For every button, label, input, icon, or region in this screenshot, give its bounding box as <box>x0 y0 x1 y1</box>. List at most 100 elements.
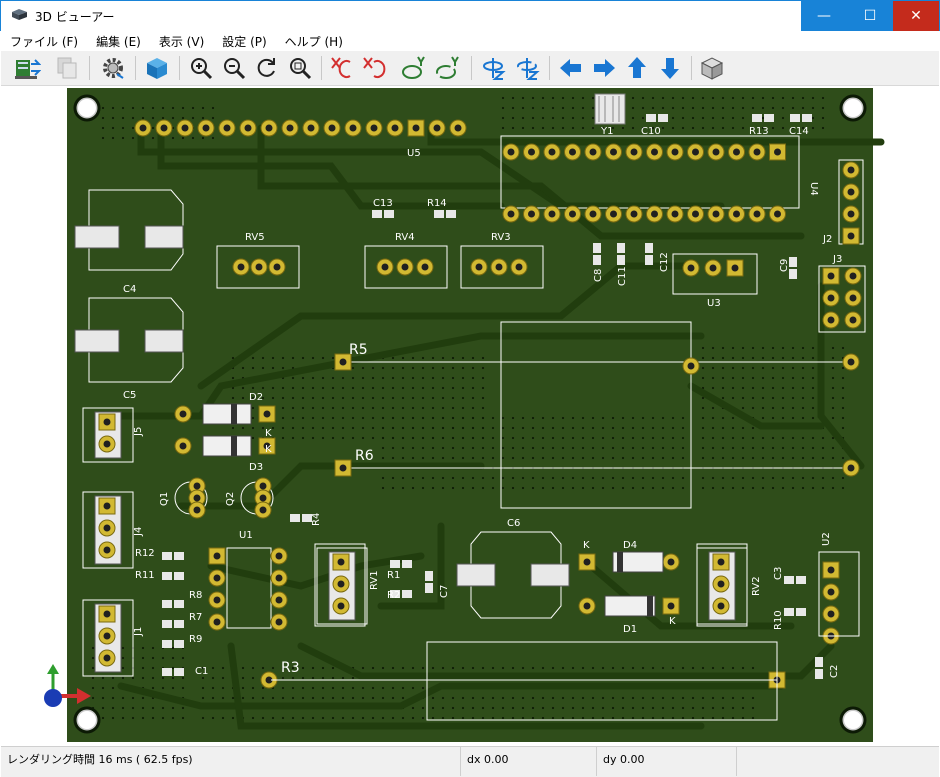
smd-pad <box>784 576 794 584</box>
smd-pad <box>174 572 184 580</box>
move-down-icon[interactable] <box>656 54 684 82</box>
silk-label-r8: R8 <box>189 590 202 601</box>
silk-label-d1: D1 <box>623 624 637 635</box>
zoom-fit-icon[interactable] <box>286 54 314 82</box>
pad-hole <box>337 558 345 566</box>
menu-settings[interactable]: 設定 (P) <box>222 35 267 49</box>
pad-hole <box>671 148 679 156</box>
menu-view[interactable]: 表示 (V) <box>158 35 205 49</box>
pad-hole <box>847 210 855 218</box>
silk-label-j1: J1 <box>133 627 144 637</box>
silk-label-q2: Q2 <box>225 492 236 506</box>
pad-hole <box>307 124 315 132</box>
pad-hole <box>849 272 857 280</box>
silk-label-rv1: RV1 <box>369 570 380 590</box>
silk-label-r12: R12 <box>135 548 155 559</box>
ortho-view-cube-icon[interactable] <box>698 54 726 82</box>
pad-hole <box>827 294 835 302</box>
maximize-button[interactable]: ☐ <box>847 1 893 31</box>
move-right-icon[interactable] <box>590 54 618 82</box>
pad-hole <box>181 124 189 132</box>
pad-hole <box>827 316 835 324</box>
smd-pad <box>384 210 394 218</box>
silk-label-j4: J4 <box>133 527 144 537</box>
zoom-in-icon[interactable] <box>187 54 215 82</box>
silk-label-c10: C10 <box>641 126 661 137</box>
smd-pad <box>174 552 184 560</box>
silk-label-q1: Q1 <box>159 492 170 506</box>
silk-label-r1: R1 <box>387 570 400 581</box>
pad-hole <box>827 566 835 574</box>
connector-outline <box>316 547 368 625</box>
menu-edit[interactable]: 編集 (E) <box>96 35 141 49</box>
smd-pad <box>784 608 794 616</box>
pad-hole <box>193 482 201 490</box>
smd-pad <box>796 576 806 584</box>
rotate-z-cw-icon[interactable] <box>479 54 507 82</box>
pad-hole <box>213 574 221 582</box>
silk-label-k3: K <box>583 540 590 551</box>
smd-pad <box>425 571 433 581</box>
rotate-y-cw-icon[interactable] <box>400 54 428 82</box>
pad-hole <box>328 124 336 132</box>
pad-hole <box>275 552 283 560</box>
pad-hole <box>103 632 111 640</box>
silk-label-r5: R5 <box>349 342 368 358</box>
pad-hole <box>733 210 740 218</box>
pad-hole <box>630 148 638 156</box>
silk-label-r7: R7 <box>189 612 202 623</box>
pad-hole <box>412 124 420 132</box>
rotate-x-cw-icon[interactable] <box>328 54 356 82</box>
silk-label-u2: U2 <box>821 532 832 546</box>
smd-pad <box>815 657 823 667</box>
dy-status: dy 0.00 <box>597 747 737 776</box>
pad-hole <box>589 210 597 218</box>
pad-hole <box>103 418 111 426</box>
smd-pad <box>617 243 625 253</box>
rotate-y-ccw-icon[interactable] <box>434 54 462 82</box>
rotate-z-ccw-icon[interactable] <box>513 54 541 82</box>
pad-hole <box>753 148 761 156</box>
copy-image-icon[interactable] <box>53 54 81 82</box>
smd-pad <box>162 620 172 628</box>
pad-hole <box>213 618 221 626</box>
status-bar: レンダリング時間 16 ms ( 62.5 fps) dx 0.00 dy 0.… <box>1 746 939 777</box>
silk-label-k4: K <box>669 616 676 627</box>
smd-pad <box>390 560 400 568</box>
smd-pad <box>372 210 382 218</box>
pad-hole <box>712 210 720 218</box>
move-left-icon[interactable] <box>557 54 585 82</box>
pad-hole <box>337 602 345 610</box>
refresh-icon[interactable] <box>253 54 281 82</box>
move-up-icon[interactable] <box>623 54 651 82</box>
zoom-out-icon[interactable] <box>220 54 248 82</box>
raytracing-cube-icon[interactable] <box>143 54 171 82</box>
toolbar <box>1 51 939 86</box>
smd-pad <box>302 514 312 522</box>
pad-hole <box>103 610 111 618</box>
smd-pad <box>162 600 172 608</box>
pad-hole <box>213 552 221 560</box>
settings-gear-icon[interactable] <box>99 54 127 82</box>
smd-pad <box>174 620 184 628</box>
silk-label-r14: R14 <box>427 198 447 209</box>
pad-hole <box>193 494 201 502</box>
minimize-button[interactable]: — <box>801 1 847 31</box>
rotate-x-ccw-icon[interactable] <box>360 54 388 82</box>
connector-outline <box>82 599 134 677</box>
pad-hole <box>583 558 591 566</box>
pad-hole <box>337 580 345 588</box>
silk-label-r2: R2 <box>387 590 400 601</box>
pad-hole <box>179 410 187 418</box>
silk-label-r10: R10 <box>773 610 784 630</box>
pcb-board: U5Y1C10R13C14C13R14U4J2RV5RV4RV3C8C11C12… <box>44 88 885 742</box>
pad-hole <box>583 602 591 610</box>
connector-outline <box>82 491 134 569</box>
menu-file[interactable]: ファイル (F) <box>10 35 79 49</box>
reload-board-icon[interactable] <box>13 54 42 82</box>
close-button[interactable]: ✕ <box>893 1 939 31</box>
menu-help[interactable]: ヘルプ (H) <box>284 35 343 49</box>
pad-hole <box>103 546 111 554</box>
pad-hole <box>847 232 855 240</box>
